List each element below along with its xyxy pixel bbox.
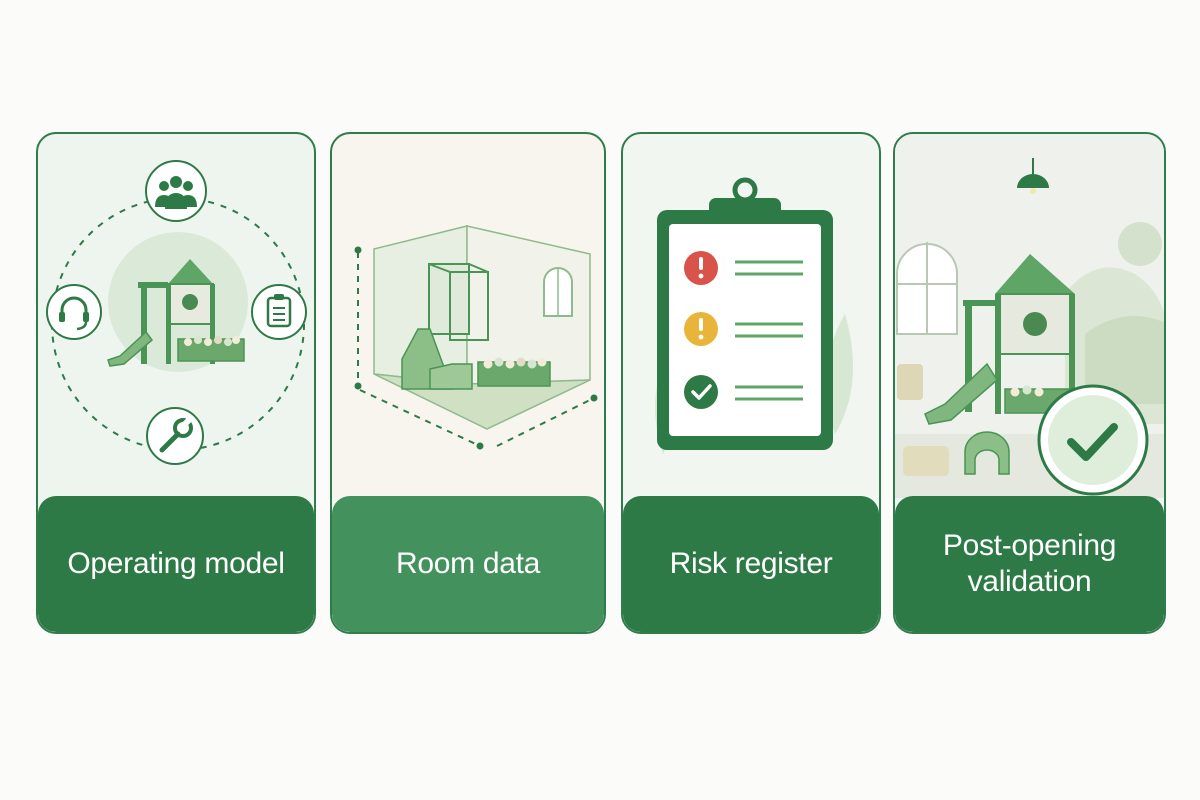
play-structure-illustration	[924, 254, 1076, 425]
card-title-risk-register: Risk register	[669, 547, 833, 580]
dimension-line-icon	[354, 246, 598, 450]
risk-register-illustration	[623, 134, 879, 498]
check-badge-icon	[1037, 384, 1149, 496]
clipboard-icon	[657, 177, 833, 450]
card-label: Operating model	[38, 496, 314, 632]
card-label: Post-opening validation	[895, 496, 1164, 632]
post-opening-illustration	[895, 134, 1164, 498]
play-structure-illustration	[107, 259, 245, 367]
card-label: Room data	[332, 496, 604, 632]
card-operating-model[interactable]: Operating model	[36, 132, 316, 634]
alert-red-icon	[684, 251, 718, 285]
pendant-lamp-icon	[1017, 158, 1049, 194]
card-label: Risk register	[623, 496, 879, 632]
clipboard-icon	[251, 284, 307, 340]
team-icon	[145, 160, 207, 222]
card-post-opening-validation[interactable]: Post-opening validation	[893, 132, 1166, 634]
operating-model-illustration	[38, 134, 314, 498]
headset-icon	[46, 284, 102, 340]
wrench-icon	[146, 407, 204, 465]
card-room-data[interactable]: Room data	[330, 132, 606, 634]
card-risk-register[interactable]: Risk register	[621, 132, 881, 634]
card-title-room-data: Room data	[395, 547, 541, 580]
card-title-post-opening-validation: Post-opening validation	[942, 529, 1117, 598]
isometric-room-illustration	[332, 134, 604, 498]
card-title-operating-model: Operating model	[67, 547, 285, 580]
check-circle-icon	[684, 375, 718, 409]
alert-amber-icon	[684, 312, 718, 346]
